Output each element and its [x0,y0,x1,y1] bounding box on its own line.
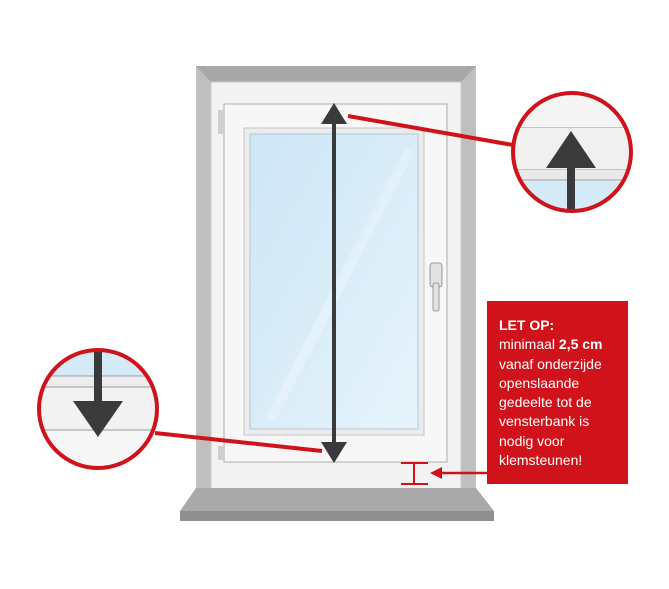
magnifier-top [511,91,633,213]
warning-note: LET OP: minimaal 2,5 cm vanaf onderzijde… [487,301,628,484]
gap-marker-icon [401,462,487,485]
callout-line-bottom [154,431,323,453]
note-text-rest: vanaf onderzijde openslaande gedeelte to… [499,355,602,469]
note-title: LET OP: [499,317,555,333]
note-min-distance: 2,5 cm [558,336,603,353]
magnifier-bottom [37,348,159,470]
measure-arrow-icon [321,103,347,463]
callout-line-top [347,114,514,147]
down-arrow-icon [73,350,123,437]
window-handle-icon [429,262,443,312]
note-text-pre: minimaal [499,336,559,353]
window-sill [180,488,494,521]
